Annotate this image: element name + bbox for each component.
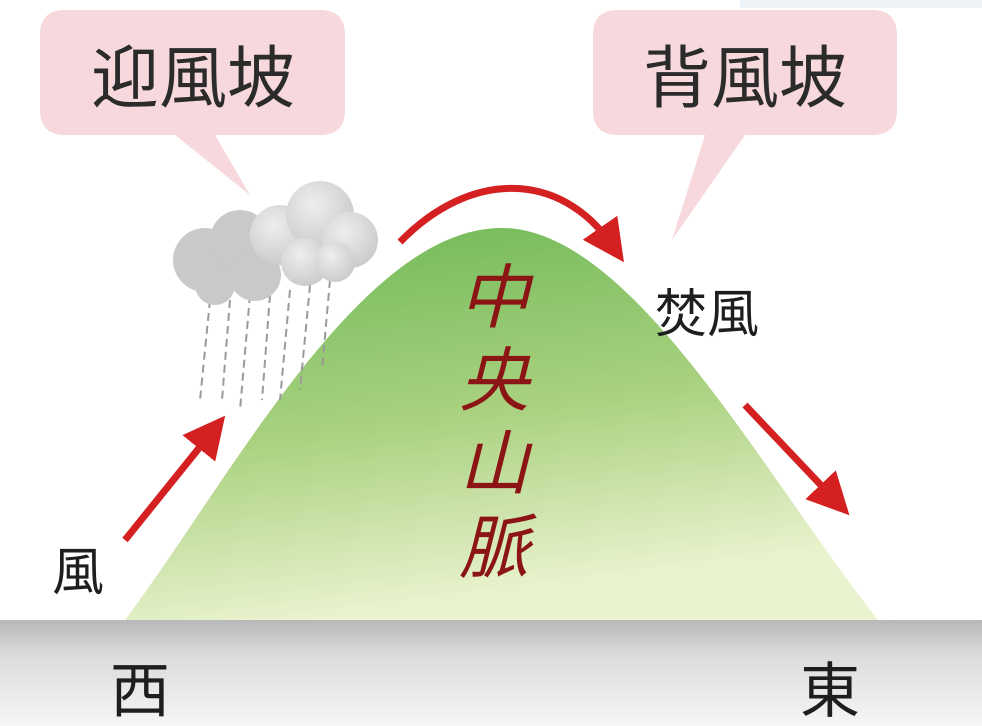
mountain-char-4: 脈 xyxy=(459,507,537,589)
top-bar xyxy=(740,0,982,8)
windward-label: 迎風坡 xyxy=(91,40,295,119)
foehn-label: 焚風 xyxy=(655,285,759,345)
mountain-name: 中 央 山 脈 xyxy=(459,257,537,589)
wind-arrow-icon xyxy=(122,184,850,543)
wind-arrow-down xyxy=(742,402,850,516)
wind-arrow-up xyxy=(122,415,226,543)
mountain-char-3: 山 xyxy=(459,423,533,505)
leeward-label: 背風坡 xyxy=(643,40,847,119)
mountain xyxy=(125,227,878,620)
east-label: 東 xyxy=(800,657,860,726)
ground xyxy=(0,620,982,726)
rain-cloud-icon xyxy=(173,181,378,411)
windward-bubble: 迎風坡 xyxy=(40,10,345,195)
mountain-char-1: 中 xyxy=(459,257,534,339)
wind-arrow-over xyxy=(397,184,624,263)
mountain-char-2: 央 xyxy=(459,340,532,422)
wind-label: 風 xyxy=(52,543,104,603)
west-label: 西 xyxy=(110,657,170,726)
leeward-bubble: 背風坡 xyxy=(593,10,897,240)
